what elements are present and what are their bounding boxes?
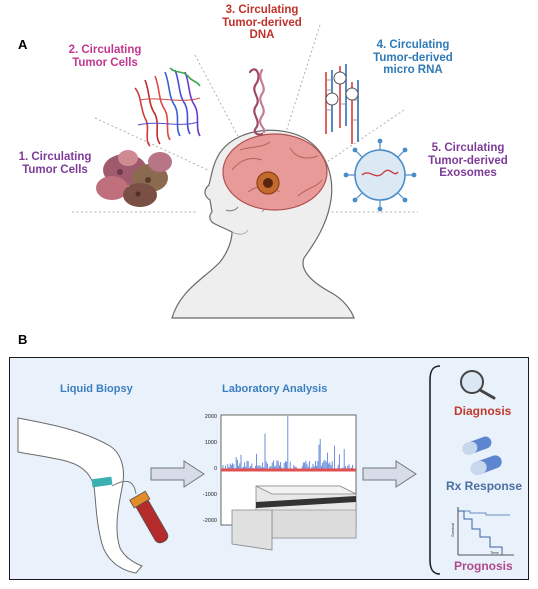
tourniquet-icon [91, 476, 113, 488]
sequencing-chart [220, 414, 357, 551]
arrow-right-icon-2 [362, 460, 417, 488]
dotted-dividers [72, 24, 418, 213]
y-tick-minus-2000: -2000 [202, 518, 217, 524]
dna-strand-icon [248, 68, 266, 136]
panel-b-letter: B [18, 332, 28, 347]
panel-b-box: Liquid Biopsy Laboratory Analysis 2000 1… [9, 357, 529, 580]
micro-rna-icon [325, 64, 359, 144]
sequencer-machine-icon [231, 485, 357, 551]
laboratory-analysis-title: Laboratory Analysis [222, 383, 328, 395]
label-circulating-tumor-cells-2: 2. Circulating Tumor Cells [68, 44, 142, 69]
tumor-cell-cluster-icon [96, 150, 172, 207]
label-circulating-tumor-cells-1: 1. Circulating Tumor Cells [18, 151, 92, 176]
pills-icon [462, 436, 502, 475]
outcome-rx-response: Rx Response [446, 479, 523, 493]
liquid-biopsy-title: Liquid Biopsy [60, 383, 133, 395]
panel-a-illustration [72, 24, 418, 319]
brain-icon [222, 133, 328, 211]
magnifying-glass-icon [460, 370, 496, 400]
label-circulating-micro-rna: 4. Circulating Tumor-derived micro RNA [373, 39, 453, 76]
y-tick-minus-1000: -1000 [202, 492, 217, 498]
outcome-diagnosis: Diagnosis [454, 404, 512, 418]
arm-blood-draw-icon [17, 417, 169, 574]
blood-tube-icon [129, 490, 169, 544]
km-ylabel: Survival [450, 523, 455, 537]
protein-structure-icon [134, 67, 201, 147]
outcomes-bracket [429, 365, 441, 575]
y-tick-2000: 2000 [204, 414, 217, 420]
arrow-right-icon-1 [150, 460, 205, 488]
y-tick-0: 0 [213, 466, 217, 472]
kaplan-meier-chart: Survival Time [450, 507, 514, 556]
exosome-icon [343, 138, 417, 212]
outcome-prognosis: Prognosis [454, 559, 513, 573]
label-circulating-tumor-dna: 3. Circulating Tumor-derived DNA [222, 4, 302, 41]
y-tick-1000: 1000 [204, 440, 217, 446]
panel-a-letter: A [18, 37, 28, 52]
km-xlabel: Time [490, 550, 500, 555]
label-circulating-exosomes: 5. Circulating Tumor-derived Exosomes [428, 142, 508, 179]
